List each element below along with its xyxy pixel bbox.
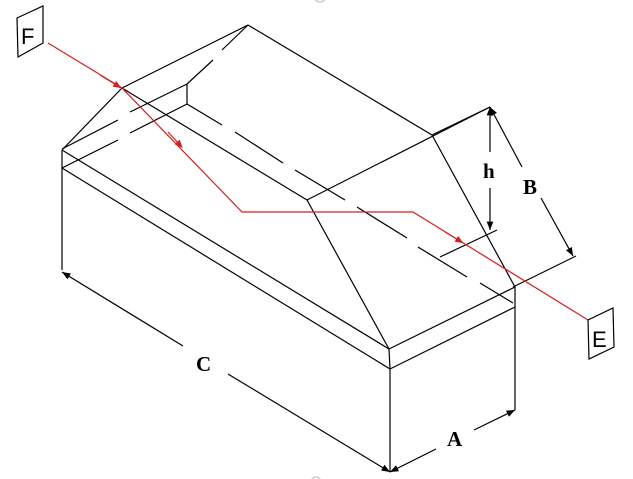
entry-marker-box: F <box>16 5 44 59</box>
dimension-label-c: C <box>196 352 211 376</box>
dimension-label-h: h <box>483 159 495 183</box>
hidden-lines <box>61 24 514 304</box>
block-outline <box>61 24 516 472</box>
dimension-lines <box>61 106 577 473</box>
exit-marker-letter: E <box>592 327 607 352</box>
partial-circle-top <box>314 0 326 3</box>
light-ray <box>47 42 589 321</box>
partial-circle-bottom <box>311 476 321 479</box>
entry-marker-letter: F <box>21 24 34 49</box>
dimension-label-b: B <box>523 175 537 199</box>
exit-marker-box: E <box>587 307 615 360</box>
dimension-label-a: A <box>447 427 463 451</box>
